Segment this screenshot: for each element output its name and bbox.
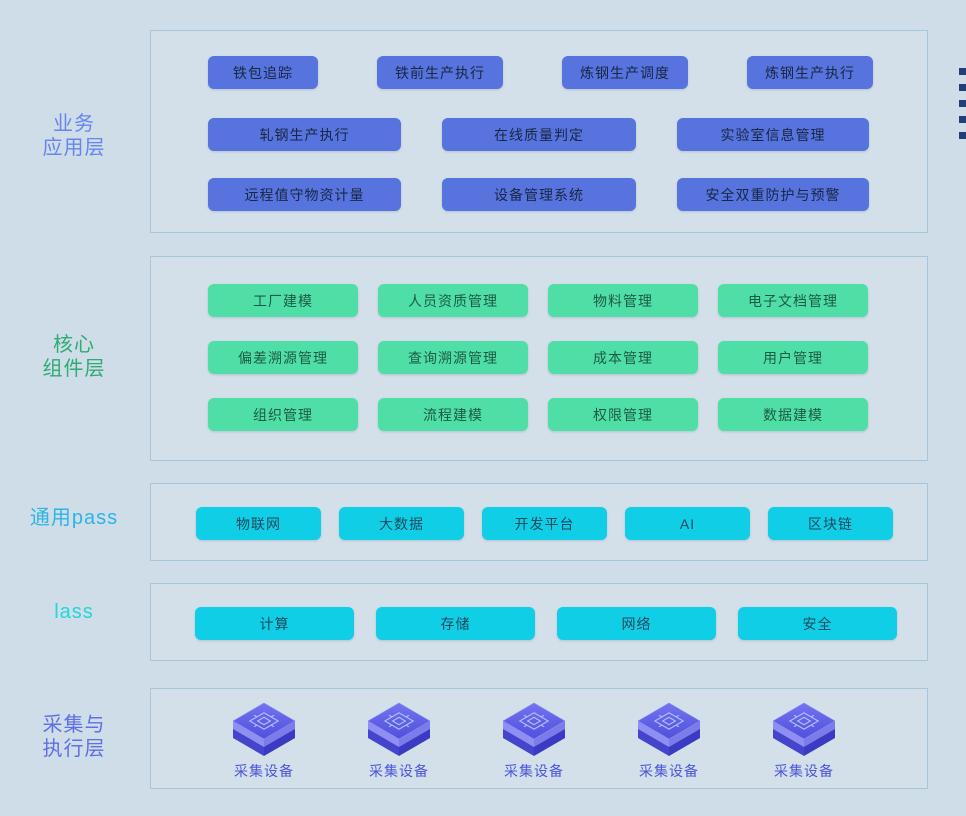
component-button[interactable]: 查询溯源管理 [378, 341, 528, 374]
button-row: 偏差溯源管理 查询溯源管理 成本管理 用户管理 [208, 341, 868, 374]
button-row: 计算 存储 网络 安全 [195, 607, 897, 640]
panel-general-paas: 物联网 大数据 开发平台 AI 区块链 [150, 483, 928, 561]
device-item: 采集设备 [219, 699, 309, 781]
button-row: 远程值守物资计量 设备管理系统 安全双重防护与预警 [208, 178, 869, 211]
chip-icon [383, 712, 415, 730]
component-button[interactable]: 流程建模 [378, 398, 528, 431]
device-row: 采集设备 采集设备 [219, 699, 849, 781]
device-label: 采集设备 [639, 763, 699, 779]
chip-icon [248, 712, 280, 730]
app-button[interactable]: 远程值守物资计量 [208, 178, 401, 211]
paas-button[interactable]: 物联网 [196, 507, 321, 540]
device-cube-icon [772, 702, 836, 756]
device-item: 采集设备 [759, 699, 849, 781]
layer-label-paas: 通用pass [8, 506, 140, 530]
component-button[interactable]: 用户管理 [718, 341, 868, 374]
layer-label-line: 通用pass [29, 507, 119, 529]
app-button[interactable]: 铁前生产执行 [377, 56, 503, 89]
paas-button[interactable]: 大数据 [339, 507, 464, 540]
chip-icon [653, 712, 685, 730]
layer-label-business: 业务 应用层 [8, 112, 140, 160]
app-button[interactable]: 安全双重防护与预警 [677, 178, 869, 211]
layer-label-line: 执行层 [42, 738, 106, 760]
panel-collection-execution: 采集设备 采集设备 [150, 688, 928, 789]
panel-iaas: 计算 存储 网络 安全 [150, 583, 928, 661]
device-item: 采集设备 [354, 699, 444, 781]
edge-dash-icon [959, 116, 966, 123]
layer-label-line: 组件层 [42, 358, 106, 380]
app-button[interactable]: 轧钢生产执行 [208, 118, 401, 151]
app-button[interactable]: 设备管理系统 [442, 178, 636, 211]
layer-label-iaas: lass [8, 600, 140, 624]
layer-label-line: 核心 [53, 334, 95, 356]
button-row: 轧钢生产执行 在线质量判定 实验室信息管理 [208, 118, 869, 151]
iaas-button[interactable]: 安全 [738, 607, 897, 640]
device-cube-icon [502, 702, 566, 756]
device-item: 采集设备 [624, 699, 714, 781]
iaas-button[interactable]: 网络 [557, 607, 716, 640]
component-button[interactable]: 偏差溯源管理 [208, 341, 358, 374]
edge-dash-icon [959, 100, 966, 107]
edge-dash-icon [959, 132, 966, 139]
app-button[interactable]: 铁包追踪 [208, 56, 318, 89]
device-label: 采集设备 [369, 763, 429, 779]
button-row: 工厂建模 人员资质管理 物料管理 电子文档管理 [208, 284, 868, 317]
button-row: 组织管理 流程建模 权限管理 数据建模 [208, 398, 868, 431]
device-item: 采集设备 [489, 699, 579, 781]
component-button[interactable]: 电子文档管理 [718, 284, 868, 317]
device-label: 采集设备 [504, 763, 564, 779]
edge-dash-icon [959, 68, 966, 75]
chip-icon [788, 712, 820, 730]
component-button[interactable]: 人员资质管理 [378, 284, 528, 317]
panel-business-application: 铁包追踪 铁前生产执行 炼钢生产调度 炼钢生产执行 轧钢生产执行 在线质量判定 … [150, 30, 928, 233]
paas-button[interactable]: 开发平台 [482, 507, 607, 540]
component-button[interactable]: 权限管理 [548, 398, 698, 431]
device-label: 采集设备 [774, 763, 834, 779]
layer-label-line: 业务 [53, 113, 95, 135]
panel-core-components: 工厂建模 人员资质管理 物料管理 电子文档管理 偏差溯源管理 查询溯源管理 成本… [150, 256, 928, 461]
paas-button[interactable]: 区块链 [768, 507, 893, 540]
component-button[interactable]: 组织管理 [208, 398, 358, 431]
app-button[interactable]: 实验室信息管理 [677, 118, 869, 151]
component-button[interactable]: 成本管理 [548, 341, 698, 374]
device-cube-icon [367, 702, 431, 756]
iaas-button[interactable]: 计算 [195, 607, 354, 640]
edge-dash-icon [959, 84, 966, 91]
iaas-button[interactable]: 存储 [376, 607, 535, 640]
button-row: 铁包追踪 铁前生产执行 炼钢生产调度 炼钢生产执行 [208, 56, 873, 89]
button-row: 物联网 大数据 开发平台 AI 区块链 [196, 507, 893, 540]
device-label: 采集设备 [234, 763, 294, 779]
component-button[interactable]: 物料管理 [548, 284, 698, 317]
component-button[interactable]: 工厂建模 [208, 284, 358, 317]
app-button[interactable]: 在线质量判定 [442, 118, 636, 151]
layer-label-line: 采集与 [42, 714, 106, 736]
component-button[interactable]: 数据建模 [718, 398, 868, 431]
device-cube-icon [637, 702, 701, 756]
device-cube-icon [232, 702, 296, 756]
paas-button[interactable]: AI [625, 507, 750, 540]
app-button[interactable]: 炼钢生产调度 [562, 56, 688, 89]
layer-label-line: 应用层 [42, 137, 106, 159]
chip-icon [518, 712, 550, 730]
layer-label-collection: 采集与 执行层 [8, 713, 140, 761]
layer-label-core: 核心 组件层 [8, 333, 140, 381]
app-button[interactable]: 炼钢生产执行 [747, 56, 873, 89]
layer-label-line: lass [54, 601, 94, 623]
